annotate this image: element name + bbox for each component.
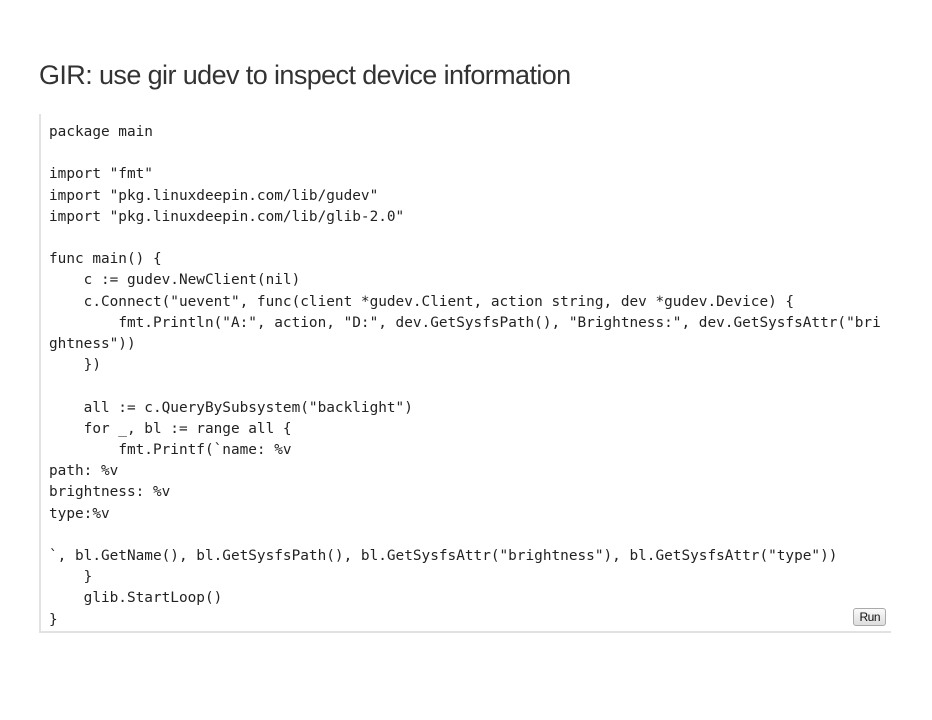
page-title: GIR: use gir udev to inspect device info… — [39, 60, 571, 90]
run-button[interactable]: Run — [853, 608, 886, 626]
code-example: package main import "fmt" import "pkg.li… — [39, 114, 891, 633]
code-block[interactable]: package main import "fmt" import "pkg.li… — [49, 124, 881, 628]
